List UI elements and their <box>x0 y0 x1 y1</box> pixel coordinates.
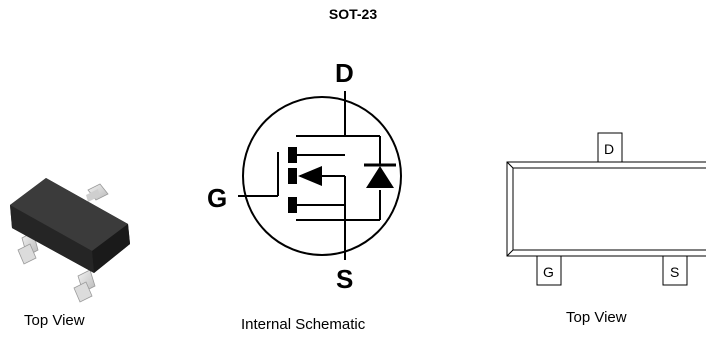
pin-pad-g-label: G <box>543 264 554 280</box>
mosfet-channel-segments <box>288 147 297 213</box>
pin-pad-g: G <box>536 255 562 286</box>
body-diode-icon <box>364 163 396 188</box>
mosfet-channel-wires <box>297 154 345 206</box>
package-title: SOT-23 <box>328 6 378 22</box>
gate-label: G <box>207 183 227 213</box>
source-label: S <box>336 264 353 294</box>
package-3d-image <box>10 178 130 303</box>
caption-internal-schematic: Internal Schematic <box>241 316 366 333</box>
pin-pad-d-label: D <box>604 141 614 157</box>
body-arrow-icon <box>298 166 322 186</box>
pin-pad-d: D <box>597 132 623 163</box>
caption-top-view-photo: Top View <box>24 312 85 329</box>
drain-label: D <box>335 58 354 88</box>
pin-pad-s: S <box>662 255 688 286</box>
package-outline <box>506 161 706 257</box>
pin-pad-s-label: S <box>670 264 679 280</box>
mosfet-envelope-circle <box>242 96 402 256</box>
caption-top-view-outline: Top View <box>566 309 627 326</box>
